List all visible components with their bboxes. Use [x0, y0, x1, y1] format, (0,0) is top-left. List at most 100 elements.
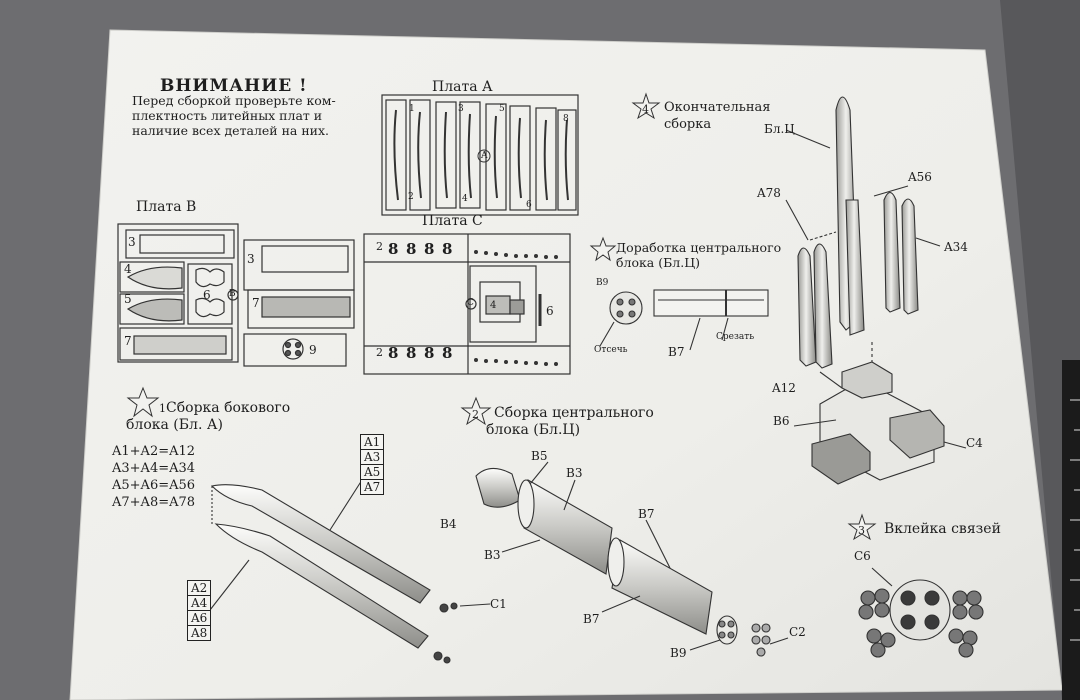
plate-a-title: Плата А	[432, 79, 493, 95]
label-b7: B7	[638, 507, 655, 521]
step-1-number: 1	[159, 402, 166, 415]
step-1-title: Сборка бокового блока (Бл. А)	[126, 400, 291, 434]
step-1-star-icon	[126, 386, 160, 418]
plate-c-num: 4	[490, 300, 497, 311]
central-block-drawing	[475, 461, 789, 657]
plate-c-num: 8	[388, 240, 399, 258]
step-2-title: Сборка центрального блока (Бл.Ц)	[486, 405, 654, 439]
plate-c-num: 8	[442, 240, 453, 258]
label-trim: Срезать	[716, 332, 755, 342]
part-label: A7	[360, 479, 385, 495]
rework-title: Доработка центрального блока (Бл.Ц)	[616, 240, 781, 270]
plate-b-num: 7	[252, 296, 260, 310]
label-b4: B4	[440, 517, 457, 531]
rework-star-icon	[589, 236, 617, 262]
step-4-line-2: сборка	[664, 117, 712, 132]
part-list-top: A1 A3 A5 A7	[360, 434, 385, 495]
label-central-block: Бл.Ц	[764, 122, 795, 136]
plate-a-num: 8	[563, 114, 569, 124]
label-c2: C2	[789, 625, 806, 639]
plate-c-num: 2	[376, 346, 383, 359]
plate-b-title: Плата В	[136, 199, 197, 215]
formula-line: A7+A8=A78	[112, 495, 196, 510]
step-2-number: 2	[472, 408, 479, 421]
plate-b-num: 4	[124, 262, 132, 276]
part-label: A2	[187, 580, 212, 595]
rework-drawing	[599, 289, 769, 351]
label-c4: C4	[966, 436, 983, 450]
assembly-formulas: A1+A2=A12 A3+A4=A34 A5+A6=A56 A7+A8=A78	[112, 443, 195, 511]
label-b6: B6	[773, 414, 790, 428]
plate-c-num: 8	[406, 240, 417, 258]
step-4-line-1: Окончательная	[664, 100, 771, 115]
label-c1: C1	[490, 597, 507, 611]
formula-line: A1+A2=A12	[112, 444, 196, 459]
warning-text: Перед сборкой проверьте ком- плектность …	[132, 93, 364, 138]
step-2-line-1: Сборка центрального	[494, 405, 654, 421]
ruler-edge	[1062, 360, 1080, 700]
plate-a-num: 2	[408, 192, 414, 202]
plate-c-num: 6	[546, 304, 554, 318]
plate-a-num: 5	[499, 104, 505, 114]
label-b3-top: B3	[566, 466, 583, 480]
step-2-star-icon	[460, 396, 492, 426]
warning-title: ВНИМАНИЕ !	[160, 76, 308, 96]
plate-c-num: 8	[406, 344, 417, 362]
plate-c-num: 8	[442, 344, 453, 362]
part-label: A5	[360, 464, 385, 479]
plate-b-drawing	[117, 223, 355, 367]
plate-c-title: Плата С	[422, 213, 483, 229]
step-3-number: 3	[858, 524, 865, 537]
plate-c-num: 8	[388, 344, 399, 362]
plate-b-num: 9	[309, 343, 317, 357]
links-drawing	[858, 567, 984, 658]
rework-line-1: Доработка центрального	[616, 240, 782, 255]
part-label: A1	[360, 434, 385, 449]
plate-a-num: 4	[462, 194, 468, 204]
label-a56: A56	[908, 170, 932, 184]
step-3-star-icon	[847, 513, 877, 541]
step-4-star-icon	[631, 92, 661, 120]
side-block-drawing	[209, 479, 491, 664]
step-4-title: Окончательная сборка	[664, 99, 770, 133]
label-a34: A34	[944, 240, 968, 254]
part-label: A6	[187, 610, 212, 625]
plate-c-num: 2	[376, 240, 383, 253]
formula-line: A3+A4=A34	[112, 461, 196, 476]
plate-a-num: 6	[526, 200, 532, 210]
plate-b-num: 5	[124, 292, 132, 306]
part-list-bottom: A2 A4 A6 A8	[187, 580, 212, 641]
formula-line: A5+A6=A56	[112, 478, 196, 493]
label-b3: B3	[484, 548, 501, 562]
rework-line-2: блока (Бл.Ц)	[616, 255, 700, 270]
warning-line-1: Перед сборкой проверьте ком-	[132, 93, 336, 108]
final-assembly-drawing	[785, 96, 967, 485]
plate-b-num: 7	[124, 334, 132, 348]
plate-b-num: 6	[203, 288, 211, 302]
plate-b-letter: B	[229, 289, 236, 299]
part-label: A3	[360, 449, 385, 464]
plate-a-num: 3	[458, 104, 464, 114]
label-c6: C6	[854, 549, 871, 563]
plate-c-num: 8	[424, 240, 435, 258]
label-a12: A12	[772, 381, 796, 395]
step-2-line-2: блока (Бл.Ц)	[486, 422, 581, 438]
step-1-line-1: Сборка бокового	[166, 400, 291, 416]
part-label: A4	[187, 595, 212, 610]
step-3-title: Вклейка связей	[884, 521, 1001, 537]
plate-a-drawing	[381, 94, 579, 216]
label-b9: B9	[670, 646, 687, 660]
part-label: A8	[187, 625, 212, 641]
label-b9-rework: B9	[596, 278, 609, 288]
step-1-line-2: блока (Бл. А)	[126, 417, 223, 433]
label-b7-rework: B7	[668, 345, 685, 359]
plate-a-letter: A	[481, 151, 488, 161]
label-b7-lower: B7	[583, 612, 600, 626]
label-b5: B5	[531, 449, 548, 463]
plate-b-num: 3	[247, 252, 255, 266]
plate-c-letter: C	[467, 298, 474, 308]
plate-b-num: 3	[128, 235, 136, 249]
plate-c-num: 8	[424, 344, 435, 362]
step-4-number: 4	[642, 103, 649, 116]
